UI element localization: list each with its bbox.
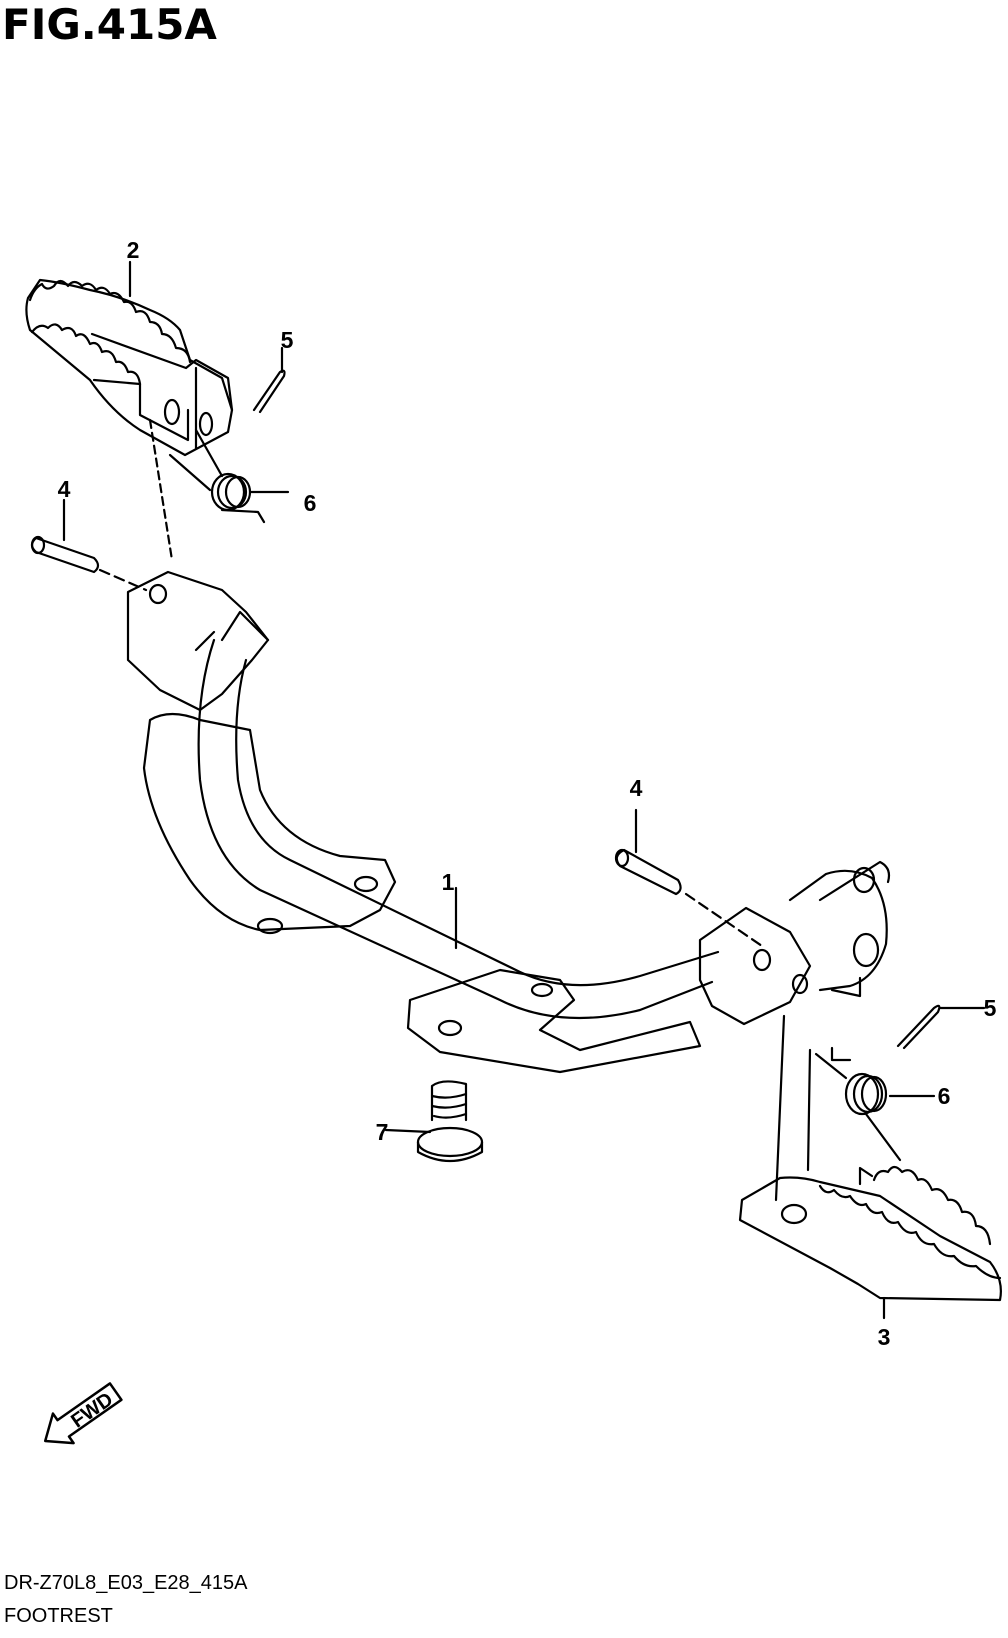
callout-5-left: 5: [281, 327, 294, 353]
right-footrest: [738, 1014, 1002, 1320]
callout-6-right: 6: [938, 1083, 951, 1109]
callout-2: 2: [127, 237, 140, 263]
footrest-bracket: [126, 570, 891, 1074]
pin-right: [614, 808, 764, 948]
callout-6-left: 6: [304, 490, 317, 516]
cotter-pin-left: [252, 346, 286, 414]
left-footrest: [25, 278, 234, 457]
callout-4-left: 4: [58, 476, 71, 502]
callout-4-right: 4: [630, 775, 643, 801]
figure-title: FIG.415A: [2, 0, 217, 49]
spring-right: [814, 1046, 936, 1162]
pin-left: [30, 498, 148, 592]
callout-3: 3: [878, 1324, 891, 1350]
figure-name: FOOTREST: [4, 1605, 113, 1627]
fwd-arrow-icon: FWD: [43, 1382, 123, 1445]
callout-5-right: 5: [984, 995, 997, 1021]
callout-7: 7: [376, 1119, 389, 1145]
spring-left: [168, 428, 290, 524]
bolt: [384, 1080, 484, 1162]
cotter-pin-right: [896, 1004, 986, 1050]
figure-code: DR-Z70L8_E03_E28_415A: [4, 1572, 248, 1594]
callout-1: 1: [442, 869, 455, 895]
